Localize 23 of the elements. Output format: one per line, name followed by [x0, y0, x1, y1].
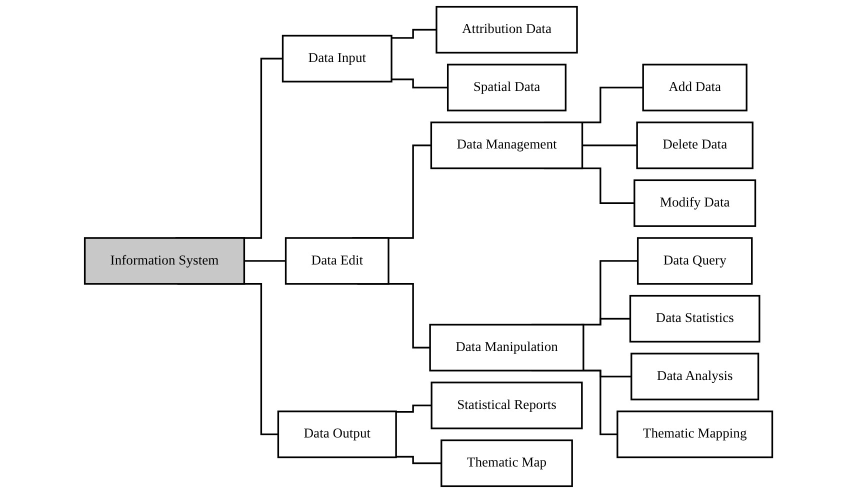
node-box: Data Output [277, 410, 397, 458]
node-box: Data Edit [284, 237, 390, 285]
node-box: Spatial Data [446, 64, 566, 112]
connector [582, 144, 638, 146]
node-box: Thematic Mapping [616, 410, 774, 458]
node-box: Statistical Reports [430, 382, 583, 430]
node-box: Information System [84, 237, 246, 285]
node-box: Delete Data [636, 122, 754, 170]
node-box: Data Statistics [629, 294, 760, 343]
connector [396, 404, 432, 413]
connector [391, 28, 438, 39]
connector [244, 260, 287, 262]
connector [396, 456, 442, 464]
connector [391, 78, 449, 88]
node-box: Attribution Data [436, 6, 578, 54]
node-box: Data Input [282, 34, 392, 82]
node-box: Modify Data [634, 179, 756, 227]
node-box: Data Manipulation [429, 324, 584, 372]
node-box: Thematic Map [440, 439, 573, 488]
node-box: Add Data [642, 64, 748, 112]
node-box: Data Query [636, 237, 753, 285]
node-box: Data Management [430, 122, 584, 170]
node-box: Data Analysis [630, 352, 760, 400]
